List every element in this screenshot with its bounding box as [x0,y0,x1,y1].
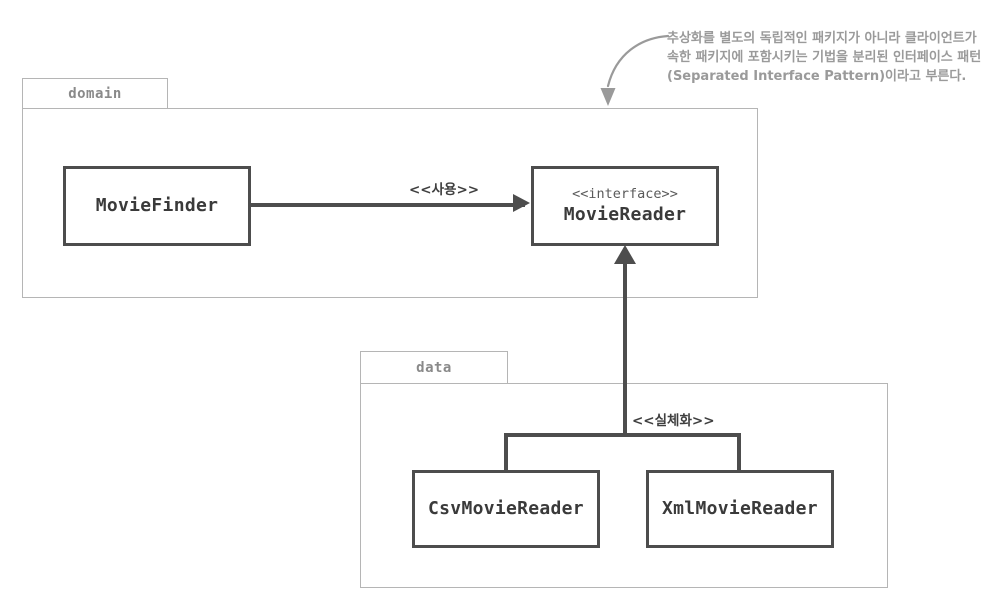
separated-interface-annotation: 추상화를 별도의 독립적인 패키지가 아니라 클라이언트가 속한 패키지에 포함… [667,31,982,84]
realization-trunk-line [623,262,627,437]
callout-arrow-icon [600,34,670,106]
realization-arrowhead-icon [614,245,636,264]
realization-drop-csv [504,433,508,472]
class-box-xml-movie-reader[interactable]: XmlMovieReader [646,470,834,548]
realization-branch-bar [504,433,741,437]
package-body-domain [22,108,758,298]
class-stereotype-movie-reader: <<interface>> [572,186,678,203]
class-box-movie-reader[interactable]: <<interface>> MovieReader [531,166,719,246]
class-name-xml-movie-reader: XmlMovieReader [662,498,818,520]
usage-relation-label: <<사용>> [409,182,480,198]
package-tab-data: data [360,351,508,384]
usage-connector-line [251,203,525,207]
package-label-data: data [416,359,452,376]
realization-drop-xml [737,433,741,472]
class-box-movie-finder[interactable]: MovieFinder [63,166,251,246]
usage-arrowhead-icon [513,194,530,212]
package-tab-domain: domain [22,78,168,109]
class-name-movie-reader: MovieReader [563,204,687,226]
package-label-domain: domain [68,85,122,102]
class-name-csv-movie-reader: CsvMovieReader [428,498,584,520]
realization-relation-label: <<실체화>> [632,413,715,429]
class-box-csv-movie-reader[interactable]: CsvMovieReader [412,470,600,548]
class-name-movie-finder: MovieFinder [95,195,219,217]
